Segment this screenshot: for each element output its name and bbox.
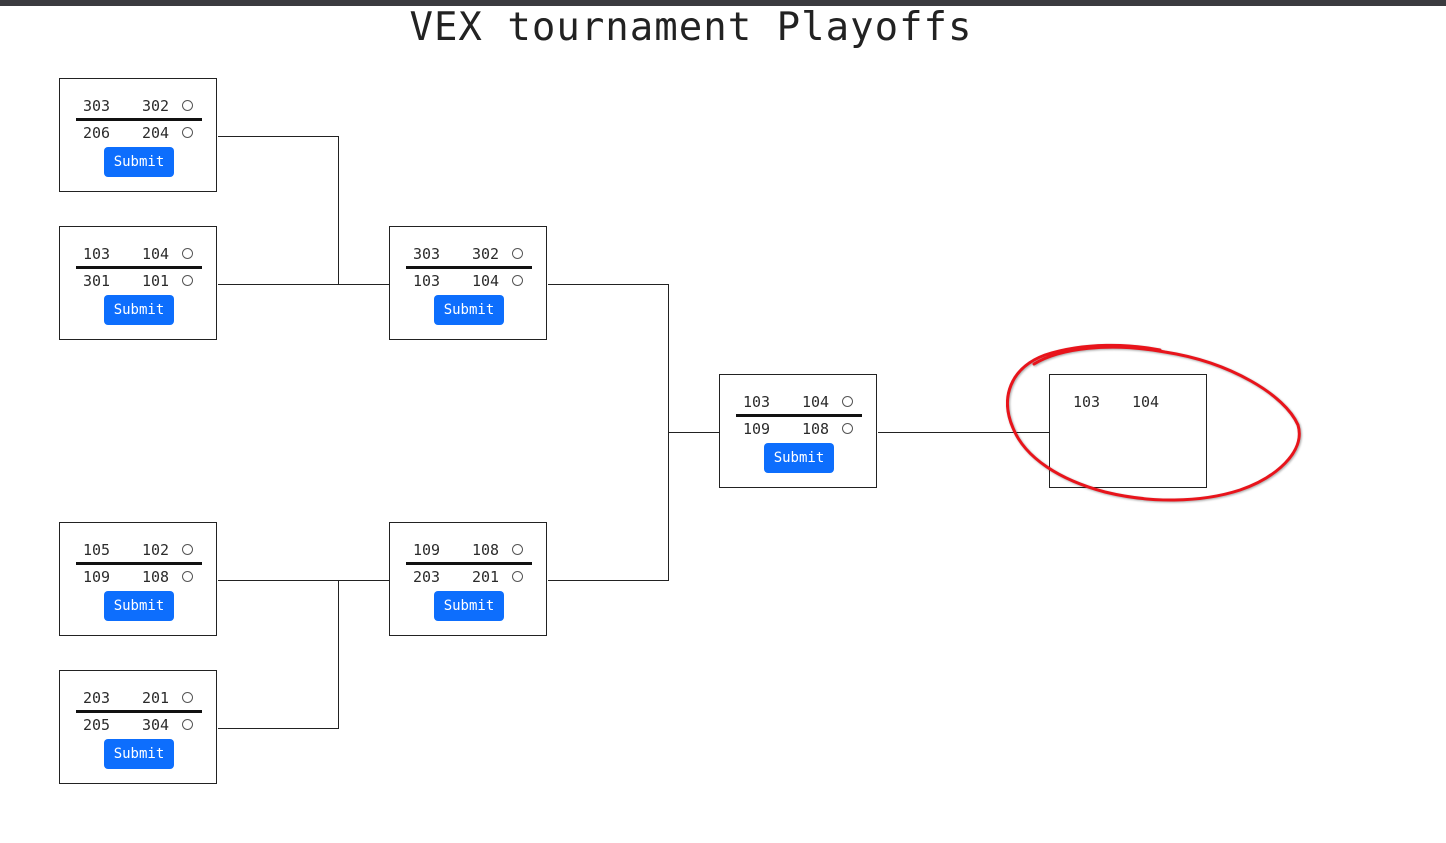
winner-radio[interactable] xyxy=(512,248,523,259)
team-number: 304 xyxy=(142,716,170,734)
alliance-row-bottom: 109 108 xyxy=(736,417,862,441)
winner-radio[interactable] xyxy=(182,719,193,730)
submit-button[interactable]: Submit xyxy=(104,739,174,769)
team-number: 303 xyxy=(413,245,441,263)
winner-radio[interactable] xyxy=(182,127,193,138)
team-number: 302 xyxy=(472,245,500,263)
team-number: 103 xyxy=(413,272,441,290)
alliance-row-top: 103 104 xyxy=(736,390,862,417)
alliance-row-top: 109 108 xyxy=(406,538,532,565)
team-number: 109 xyxy=(83,568,111,586)
top-bar xyxy=(0,0,1446,6)
team-number: 108 xyxy=(142,568,170,586)
match-card-semifinal-2: 109 108 203 201 Submit xyxy=(389,522,547,636)
team-number: 109 xyxy=(743,420,771,438)
bracket-connector xyxy=(548,284,669,285)
bracket-connector xyxy=(218,136,339,137)
team-number: 101 xyxy=(142,272,170,290)
page-title: VEX tournament Playoffs xyxy=(409,5,973,50)
bracket-connector xyxy=(668,432,720,433)
alliance-row-bottom: 203 201 xyxy=(406,565,532,589)
submit-button[interactable]: Submit xyxy=(434,295,504,325)
team-number: 206 xyxy=(83,124,111,142)
team-number: 103 xyxy=(743,393,771,411)
match-card-semifinal-1: 303 302 103 104 Submit xyxy=(389,226,547,340)
submit-button[interactable]: Submit xyxy=(434,591,504,621)
bracket-connector xyxy=(548,580,669,581)
submit-button[interactable]: Submit xyxy=(104,295,174,325)
bracket-connector xyxy=(218,728,339,729)
alliance-row-bottom: 206 204 xyxy=(76,121,202,145)
team-number: 103 xyxy=(1073,393,1101,411)
winner-radio[interactable] xyxy=(512,544,523,555)
alliance-row-top: 303 302 xyxy=(406,242,532,269)
team-number: 109 xyxy=(413,541,441,559)
team-number: 104 xyxy=(1132,393,1160,411)
alliance-row-top: 303 302 xyxy=(76,94,202,121)
team-number: 102 xyxy=(142,541,170,559)
alliance-row-top: 103 104 xyxy=(76,242,202,269)
winner-radio[interactable] xyxy=(182,275,193,286)
team-number: 105 xyxy=(83,541,111,559)
team-number: 104 xyxy=(142,245,170,263)
alliance-row-bottom: 103 104 xyxy=(406,269,532,293)
match-card-round1-1: 303 302 206 204 Submit xyxy=(59,78,217,192)
match-card-round1-2: 103 104 301 101 Submit xyxy=(59,226,217,340)
team-number: 104 xyxy=(472,272,500,290)
match-card-final: 103 104 109 108 Submit xyxy=(719,374,877,488)
team-number: 108 xyxy=(472,541,500,559)
winner-radio[interactable] xyxy=(512,275,523,286)
bracket-connector xyxy=(338,136,339,285)
team-number: 201 xyxy=(472,568,500,586)
team-number: 301 xyxy=(83,272,111,290)
team-number: 203 xyxy=(83,689,111,707)
submit-button[interactable]: Submit xyxy=(764,443,834,473)
team-number: 203 xyxy=(413,568,441,586)
team-number: 108 xyxy=(802,420,830,438)
alliance-row-bottom: 301 101 xyxy=(76,269,202,293)
winner-radio[interactable] xyxy=(182,248,193,259)
team-number: 103 xyxy=(83,245,111,263)
champion-row: 103 104 xyxy=(1066,390,1192,414)
team-number: 303 xyxy=(83,97,111,115)
team-number: 104 xyxy=(802,393,830,411)
team-number: 204 xyxy=(142,124,170,142)
winner-radio[interactable] xyxy=(182,571,193,582)
bracket-connector xyxy=(338,580,339,729)
winner-radio[interactable] xyxy=(182,544,193,555)
winner-radio[interactable] xyxy=(842,396,853,407)
match-card-round1-3: 105 102 109 108 Submit xyxy=(59,522,217,636)
bracket-connector xyxy=(218,580,390,581)
team-number: 201 xyxy=(142,689,170,707)
winner-radio[interactable] xyxy=(182,692,193,703)
match-card-round1-4: 203 201 205 304 Submit xyxy=(59,670,217,784)
alliance-row-bottom: 109 108 xyxy=(76,565,202,589)
bracket-connector xyxy=(878,432,1050,433)
submit-button[interactable]: Submit xyxy=(104,591,174,621)
winner-radio[interactable] xyxy=(842,423,853,434)
alliance-row-top: 105 102 xyxy=(76,538,202,565)
submit-button[interactable]: Submit xyxy=(104,147,174,177)
alliance-row-top: 203 201 xyxy=(76,686,202,713)
winner-radio[interactable] xyxy=(512,571,523,582)
alliance-row-bottom: 205 304 xyxy=(76,713,202,737)
champion-card: 103 104 xyxy=(1049,374,1207,488)
team-number: 205 xyxy=(83,716,111,734)
team-number: 302 xyxy=(142,97,170,115)
bracket-connector xyxy=(218,284,390,285)
winner-radio[interactable] xyxy=(182,100,193,111)
